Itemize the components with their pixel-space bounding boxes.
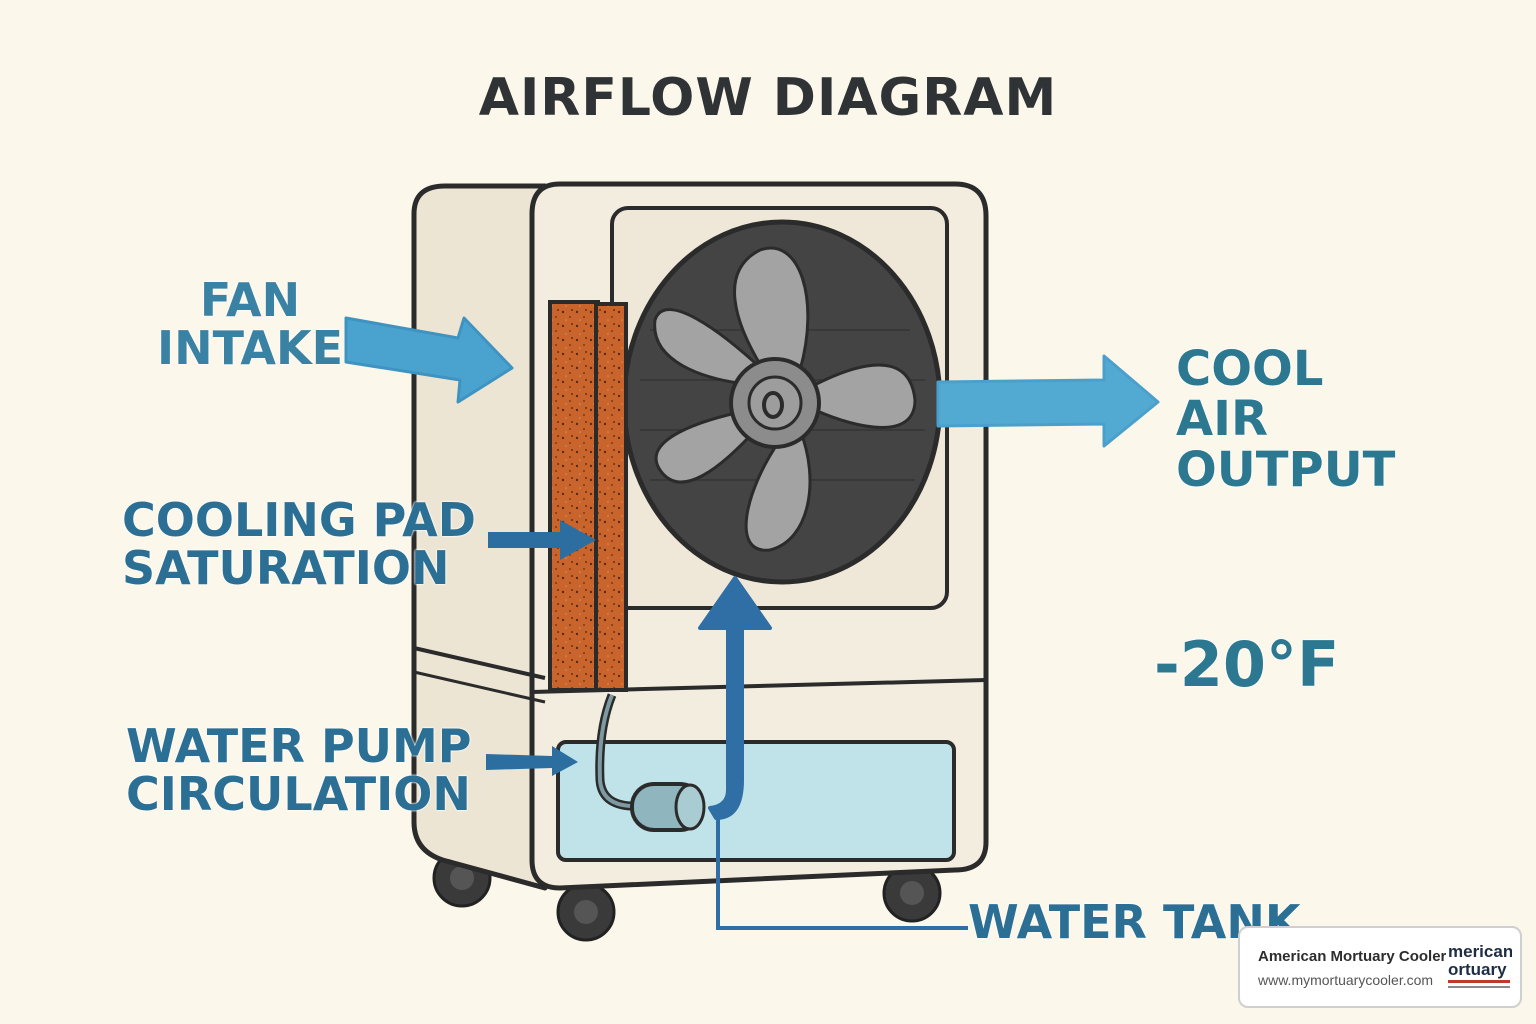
cooling-pad	[548, 300, 628, 692]
fan-blade-5	[653, 308, 768, 387]
watermark-name: American Mortuary Coolers	[1258, 948, 1455, 965]
cooling-pad-label: COOLING PAD SATURATION	[122, 493, 476, 596]
water-pump-label: WATER PUMP CIRCULATION	[126, 719, 472, 822]
fan-intake-arrow	[344, 316, 514, 404]
company-logo-icon: merican ortuary	[1446, 940, 1512, 996]
fan-blade-2	[803, 363, 917, 429]
fan-intake-label: FAN INTAKE	[156, 273, 344, 376]
cooling-pad-arrow	[488, 520, 596, 560]
fan	[621, 219, 943, 585]
diagram-title: AIRFLOW DIAGRAM	[478, 68, 1058, 128]
water-pump-arrow	[486, 746, 578, 776]
cool-air-arrow	[936, 354, 1160, 448]
water-pump	[630, 782, 706, 832]
fan-blade-3	[744, 427, 812, 552]
temperature-label: -20°F	[1154, 628, 1340, 701]
cool-air-label: COOL AIR OUTPUT	[1176, 341, 1396, 498]
watermark-url: www.mymortuarycooler.com	[1258, 972, 1434, 988]
watermark-badge: American Mortuary Coolers www.mymortuary…	[1238, 926, 1522, 1008]
water-up-arrow	[698, 576, 772, 820]
water-tank-leader	[716, 808, 968, 930]
fan-blade-4	[654, 408, 762, 484]
wheels	[432, 848, 942, 942]
fan-blade-1	[733, 246, 810, 382]
